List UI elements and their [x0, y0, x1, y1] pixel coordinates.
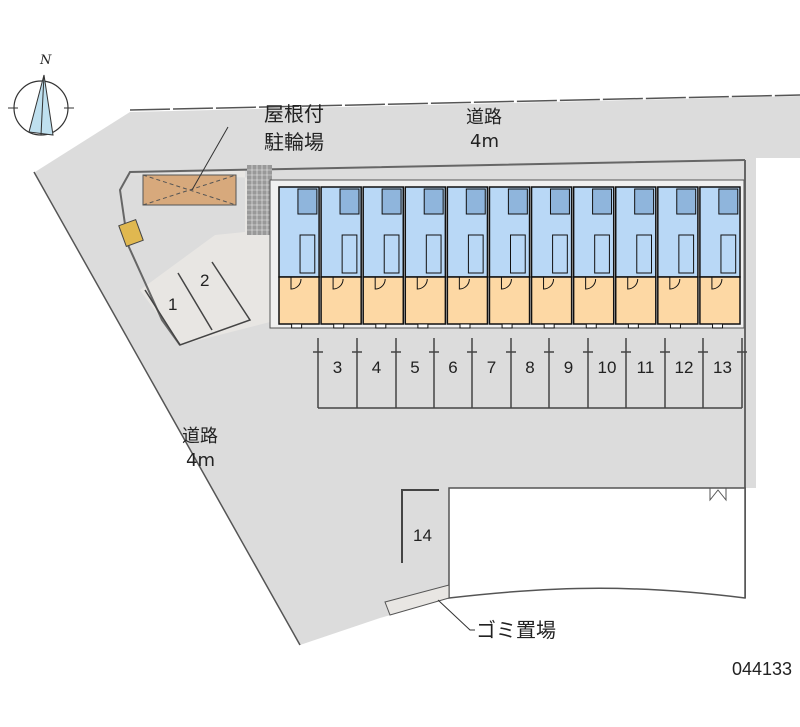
left-road-width: 4m: [186, 450, 215, 471]
left-road-name: 道路: [182, 426, 218, 447]
parking-1-2: [144, 261, 252, 346]
parking-space-11: 11: [637, 358, 655, 377]
top-road-name: 道路: [466, 107, 502, 128]
road-edge-left: [33, 171, 301, 646]
compass-north-label: N: [39, 53, 52, 68]
parking-space-4: 4: [372, 358, 381, 377]
apartment-unit: [404, 186, 447, 329]
garbage-area: [384, 584, 450, 616]
apartment-unit: [530, 186, 573, 329]
parking-space-1: 1: [168, 295, 177, 314]
parking-space-10: 10: [598, 358, 617, 377]
apartment-unit: [488, 186, 531, 329]
lot-area: [128, 170, 270, 345]
road-edge-top: [129, 94, 800, 111]
property-id: 044133: [732, 659, 792, 679]
apartment-unit: [278, 186, 320, 329]
parking-space-6: 6: [448, 358, 457, 377]
garbage-label: ゴミ置場: [476, 618, 556, 642]
parking-space-12: 12: [675, 358, 694, 377]
apartment-unit: [657, 186, 699, 329]
apartment-unit: [362, 186, 405, 329]
bike-parking-label-2: 駐輪場: [264, 130, 324, 154]
apartment-unit: [614, 186, 657, 329]
parking-14: [401, 489, 439, 563]
compass-icon: [8, 74, 74, 136]
vending-machine-icon: [118, 218, 144, 248]
parking-space-14: 14: [413, 526, 432, 545]
apartment-unit: [446, 186, 489, 329]
lot-boundary: [118, 159, 746, 346]
top-road-width: 4m: [470, 131, 499, 152]
apartment-unit: [320, 186, 362, 329]
parking-space-9: 9: [564, 358, 573, 377]
parking-space-5: 5: [410, 358, 419, 377]
neighbor-building: [448, 487, 746, 599]
parking-space-8: 8: [525, 358, 534, 377]
apartment-unit: [572, 186, 615, 329]
parking-space-13: 13: [713, 358, 732, 377]
bike-parking-label-1: 屋根付: [264, 102, 324, 126]
parking-space-3: 3: [333, 358, 342, 377]
parking-space-7: 7: [487, 358, 496, 377]
parking-space-2: 2: [200, 271, 209, 290]
apartment-unit: [699, 186, 741, 329]
